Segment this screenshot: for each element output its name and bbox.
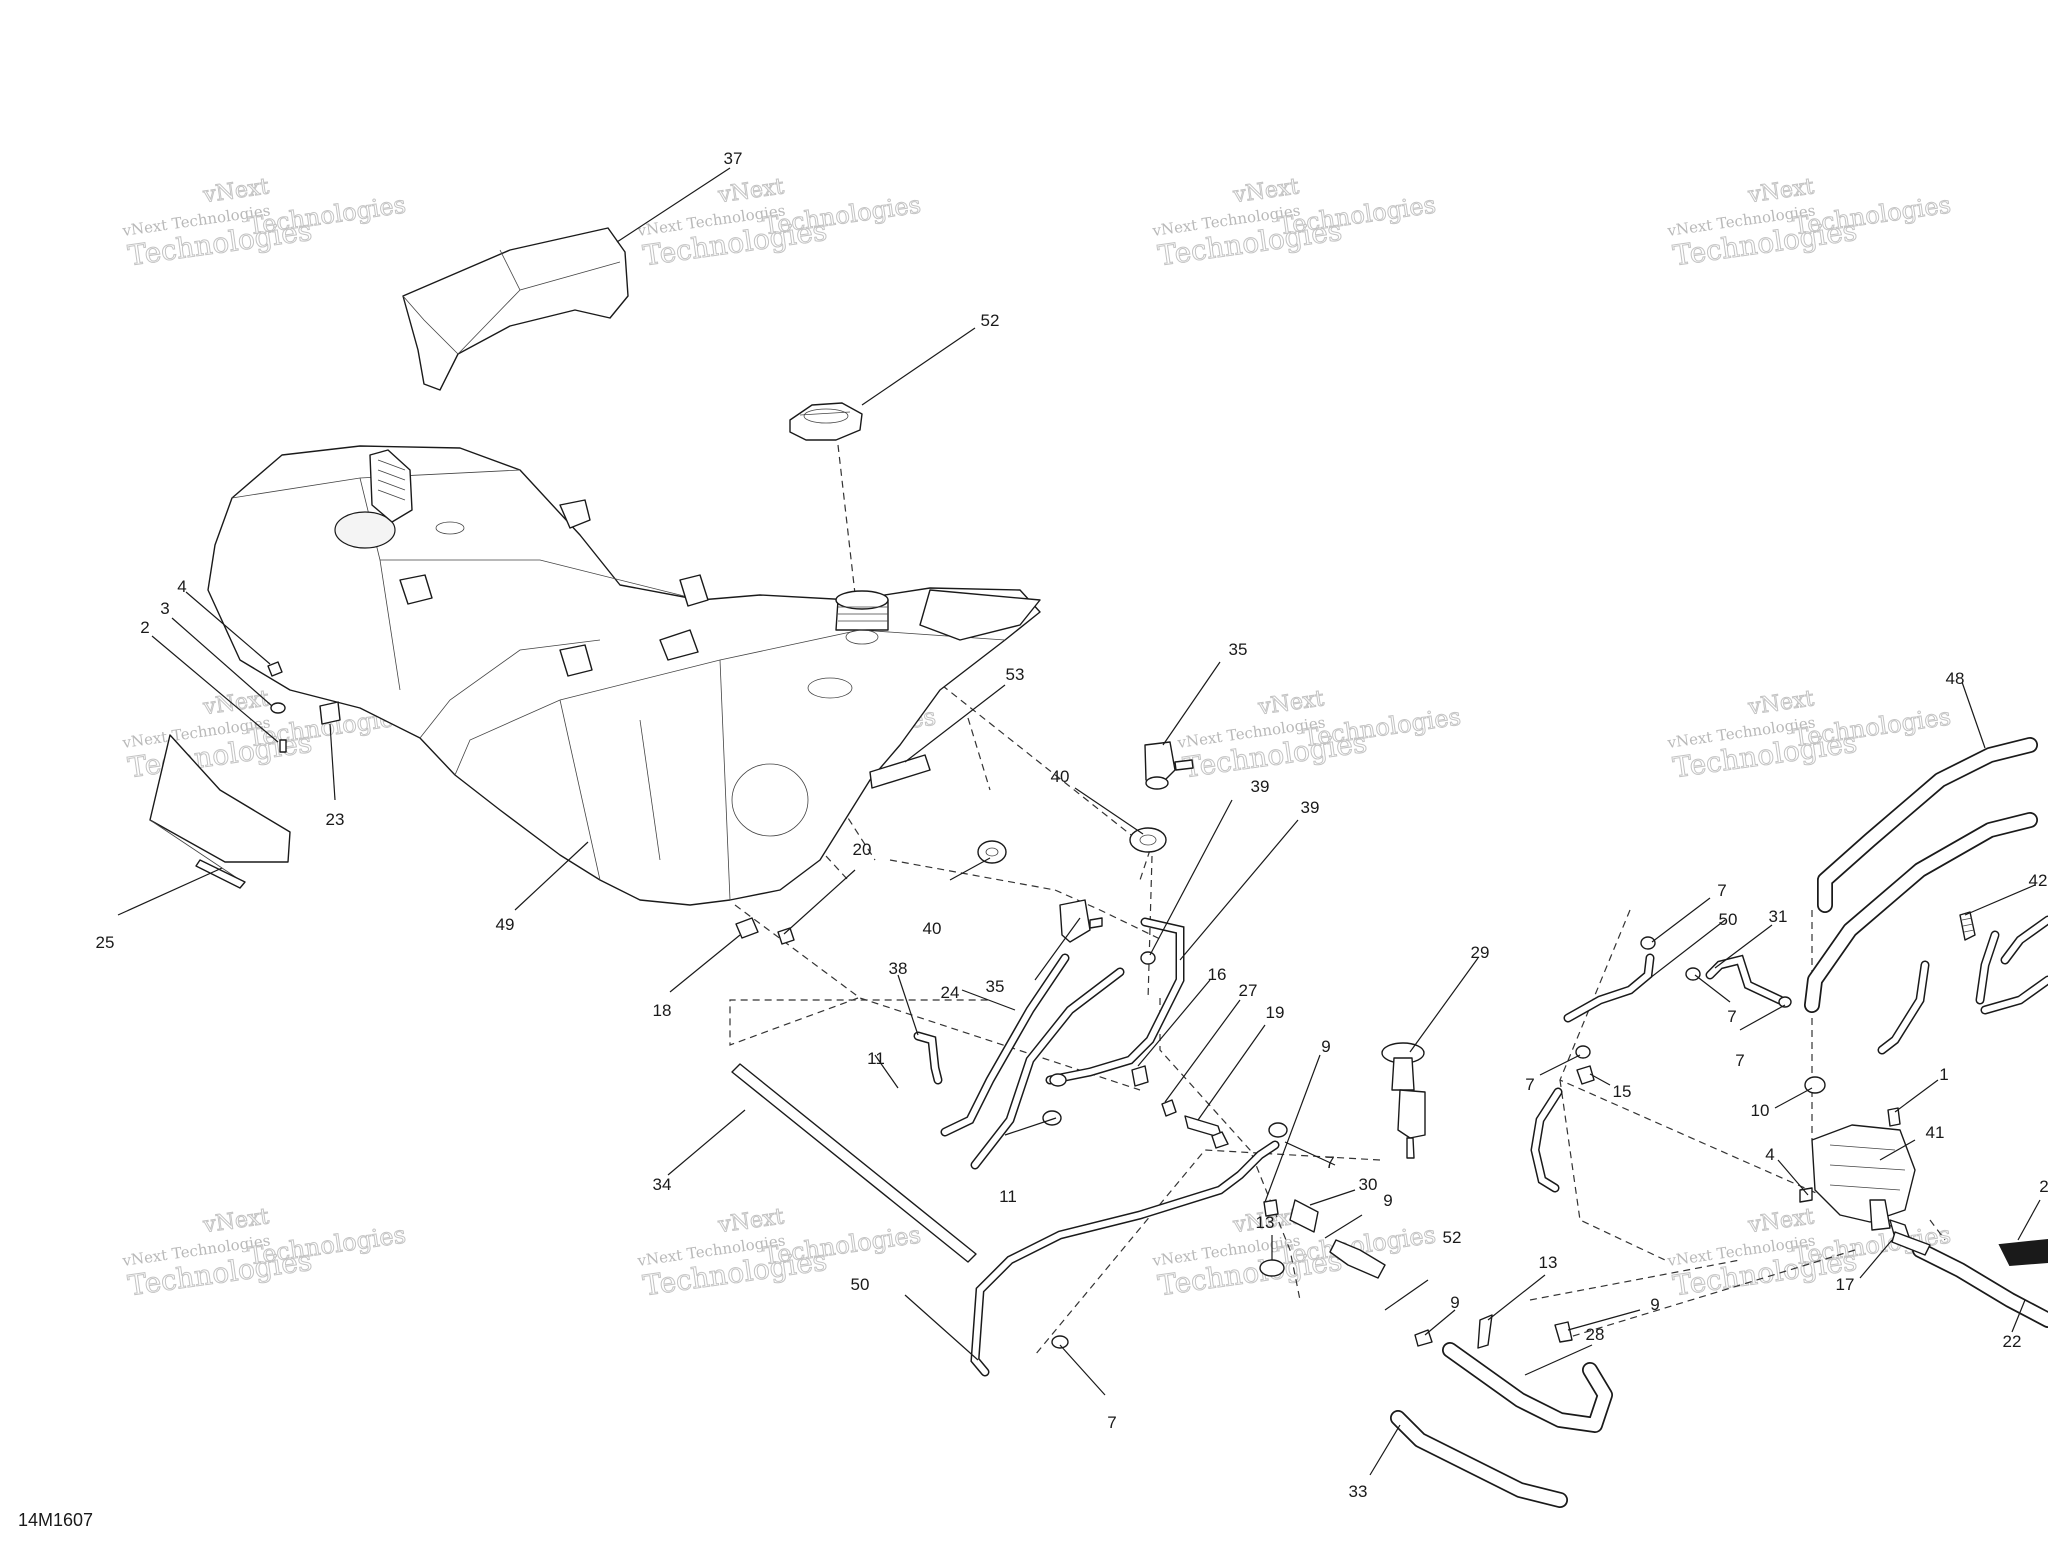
watermark-big-2: Technologies (761, 1221, 922, 1271)
callout-11b: 11 (999, 1187, 1017, 1206)
part-34-rod (731, 1063, 977, 1263)
callout-19: 19 (1266, 1003, 1285, 1022)
callout-35b: 35 (986, 977, 1005, 996)
callout-53: 53 (1006, 665, 1025, 684)
callout-34: 34 (653, 1175, 672, 1194)
part-25-side-shield (149, 734, 291, 889)
callout-35a: 35 (1229, 640, 1248, 659)
callout-33: 33 (1349, 1482, 1368, 1501)
callout-7b: 7 (1107, 1413, 1116, 1432)
part-29-fuel-filter (1381, 1042, 1426, 1159)
watermark-big-2: Technologies (1791, 703, 1952, 753)
watermark-big-2: Technologies (246, 1221, 407, 1271)
callout-29: 29 (1471, 943, 1490, 962)
callout-15: 15 (1613, 1082, 1632, 1101)
callout-1: 1 (1939, 1065, 1948, 1084)
callout-9b: 9 (1383, 1191, 1392, 1210)
callout-31: 31 (1769, 907, 1788, 926)
hoses (913, 737, 2048, 1508)
callout-2b: 2 (2039, 1177, 2048, 1196)
callout-39a: 39 (1251, 777, 1270, 796)
callout-38: 38 (889, 959, 908, 978)
callout-52: 52 (981, 311, 1000, 330)
callout-40b: 40 (923, 919, 942, 938)
callout-52b: 52 (1443, 1228, 1462, 1247)
part-23-clip (319, 701, 341, 725)
callout-30: 30 (1359, 1175, 1378, 1194)
callout-22: 22 (2003, 1332, 2022, 1351)
callout-39b: 39 (1301, 798, 1320, 817)
part-41-pump-assembly (1811, 1124, 1931, 1256)
callout-9a: 9 (1321, 1037, 1330, 1056)
callout-7f: 7 (1525, 1075, 1534, 1094)
parts-18-20-fittings (735, 917, 795, 945)
callout-10: 10 (1751, 1101, 1770, 1120)
watermark-big-2: Technologies (761, 191, 922, 241)
callout-24: 24 (941, 983, 960, 1002)
part-49-fuel-tank (207, 445, 1041, 906)
part-40-grommets (977, 827, 1167, 864)
callout-labels: 37 52 4 3 2 23 25 49 35 53 40 39 39 20 4… (96, 149, 2048, 1501)
part-52-fuel-cap (789, 402, 863, 441)
callout-4b: 4 (1765, 1145, 1774, 1164)
callout-7a: 7 (1325, 1153, 1334, 1172)
callout-16: 16 (1208, 965, 1227, 984)
callout-2: 2 (140, 618, 149, 637)
watermark-big-2: Technologies (1276, 191, 1437, 241)
callout-50b: 50 (1719, 910, 1738, 929)
part-35-valve-upper (1144, 741, 1194, 790)
callout-40a: 40 (1051, 767, 1070, 786)
callout-7d: 7 (1727, 1007, 1736, 1026)
part-35-valve-lower (1059, 899, 1103, 943)
parts-2-3-4-fasteners (267, 661, 287, 753)
callout-41: 41 (1926, 1123, 1945, 1142)
callout-7c: 7 (1717, 881, 1726, 900)
callout-48: 48 (1946, 669, 1965, 688)
callout-3: 3 (160, 599, 169, 618)
callout-27: 27 (1239, 981, 1258, 1000)
leader-lines (117, 167, 2041, 1476)
watermark-big-2: Technologies (1301, 703, 1462, 753)
callout-50a: 50 (851, 1275, 870, 1294)
watermark-big-2: Technologies (246, 191, 407, 241)
callout-23: 23 (326, 810, 345, 829)
part-42-connector (1959, 911, 1976, 941)
callout-7e: 7 (1735, 1051, 1744, 1070)
callout-17: 17 (1836, 1275, 1855, 1294)
callout-11a: 11 (867, 1049, 885, 1068)
part-37-cover-panel (402, 227, 629, 391)
callout-42: 42 (2029, 871, 2048, 890)
callout-28: 28 (1586, 1325, 1605, 1344)
callout-37: 37 (724, 149, 743, 168)
callout-49: 49 (496, 915, 515, 934)
drawing-code: 14M1607 (18, 1510, 93, 1530)
small-fittings (1042, 936, 1901, 1349)
callout-13a: 13 (1256, 1213, 1275, 1232)
callout-18: 18 (653, 1001, 672, 1020)
callout-25: 25 (96, 933, 115, 952)
callout-4: 4 (177, 577, 186, 596)
watermark-big-2: Technologies (1791, 191, 1952, 241)
callout-9d: 9 (1650, 1295, 1659, 1314)
callout-20: 20 (853, 840, 872, 859)
callout-13b: 13 (1539, 1253, 1558, 1272)
callout-9c: 9 (1450, 1293, 1459, 1312)
